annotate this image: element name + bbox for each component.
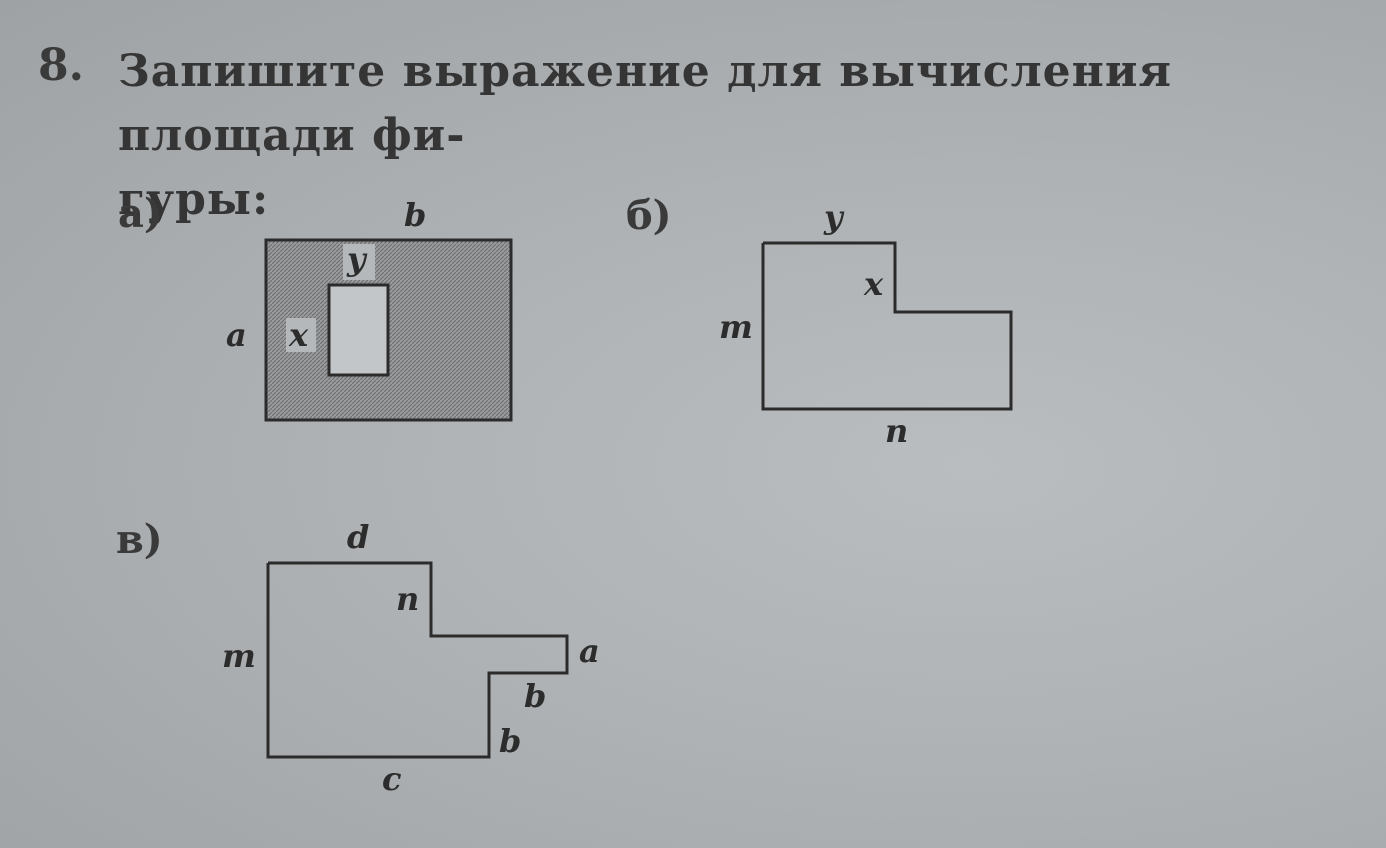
figure-b-shape (761, 241, 1013, 411)
figure-a-shape (264, 238, 513, 422)
task-number: 8. (38, 40, 84, 91)
task-statement: Запишите выражение для вычисления площад… (118, 40, 1338, 232)
figure-a-x-label-bg (286, 318, 316, 352)
figure-v-var-c: c (382, 760, 402, 798)
figure-b-var-m: m (719, 308, 753, 346)
figure-b-var-y: y (824, 198, 843, 236)
figure-a-inner-rect (327, 283, 390, 377)
figure-a-var-b: b (404, 196, 427, 234)
figure-b-var-n: n (885, 412, 909, 450)
figure-a-var-y: y (347, 240, 366, 278)
figure-a-var-a: a (226, 316, 247, 354)
task-text-line-2: гуры: (118, 174, 270, 225)
figure-a-y-label-bg (343, 244, 375, 280)
figure-v-var-a: a (579, 632, 600, 670)
figure-b-label: б) (626, 192, 672, 239)
figure-v-shape (266, 561, 569, 759)
task-text-line-1: Запишите выражение для вычисления площад… (118, 46, 1172, 161)
figure-b-var-x: x (864, 265, 884, 303)
figure-v-var-b-lower: b (499, 722, 522, 760)
figure-v-var-b-upper: b (524, 677, 547, 715)
figure-a-var-x: x (289, 316, 309, 354)
figure-v-var-n: n (396, 580, 420, 618)
figure-v-var-m: m (222, 637, 256, 675)
figure-a-label: а) (118, 190, 163, 237)
figure-v-var-d: d (347, 518, 370, 556)
figure-v-label: в) (116, 516, 163, 563)
